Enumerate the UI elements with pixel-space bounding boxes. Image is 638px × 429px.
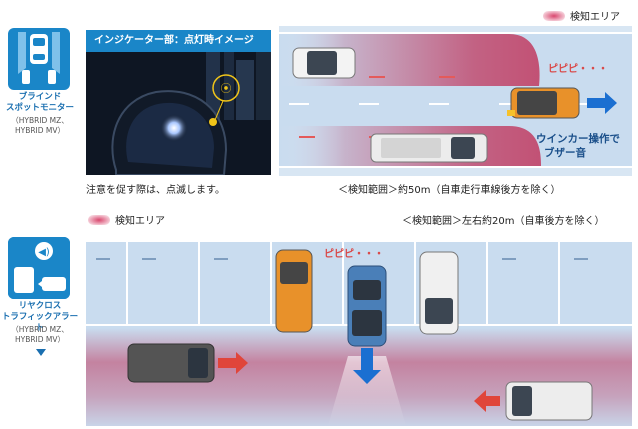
svg-text:◀): ◀) — [38, 247, 50, 258]
blind-spot-grade-line2: HYBRID MV） — [14, 126, 66, 135]
blind-spot-grade-line1: （HYBRID MZ、 — [11, 116, 69, 125]
car-white-top — [292, 47, 356, 79]
legend-swatch-bottom — [88, 215, 110, 225]
beep-text-top: ピピピ・・・ — [548, 64, 608, 75]
blind-spot-title-line1: ブラインド — [18, 92, 62, 102]
car-white-parked — [419, 251, 459, 335]
buzzer-callout-line2: ブザー音 — [544, 147, 586, 159]
rear-cross-title-line1: リヤクロス — [18, 301, 62, 311]
beep-text-bottom: ピピピ・・・ — [324, 249, 384, 260]
photo-title: インジケーター部：点灯時イメージ — [86, 30, 271, 52]
parking-lot-diagram — [86, 236, 632, 426]
rear-cross-grade-line1: （HYBRID MZ、 — [11, 325, 69, 334]
highway-diagram — [279, 26, 632, 176]
car-crossing-right — [505, 381, 593, 421]
car-white-van — [370, 133, 488, 163]
blind-spot-title-line2: スポットモニター — [5, 103, 74, 113]
range-caption-top: ＜検知範囲＞約50m（自車走行車線後方を除く） — [338, 185, 561, 196]
car-orange-parked — [275, 249, 313, 333]
car-own-orange — [507, 87, 580, 119]
legend-label-top: 検知エリア — [570, 12, 620, 23]
car-own-blue — [347, 265, 387, 347]
range-caption-bottom: ＜検知範囲＞左右約20m（自車後方を除く） — [402, 216, 605, 227]
legend-swatch-top — [543, 11, 565, 21]
chevron-down-icon — [36, 349, 46, 356]
rear-cross-grade-line2: HYBRID MV） — [14, 335, 66, 344]
photo-caption: 注意を促す際は、点滅します。 — [86, 185, 225, 196]
buzzer-callout-line1: ウインカー操作で — [536, 133, 620, 145]
rear-cross-title-line2: トラフィックアラート — [1, 312, 79, 333]
rear-cross-traffic-icon: ◀) — [8, 237, 70, 299]
blind-spot-monitor-icon — [8, 28, 70, 90]
svg-text:⦿: ⦿ — [221, 82, 232, 95]
car-crossing-left — [127, 343, 215, 383]
mirror-indicator-photo: ⦿ — [86, 30, 271, 175]
legend-label-bottom: 検知エリア — [115, 216, 165, 227]
